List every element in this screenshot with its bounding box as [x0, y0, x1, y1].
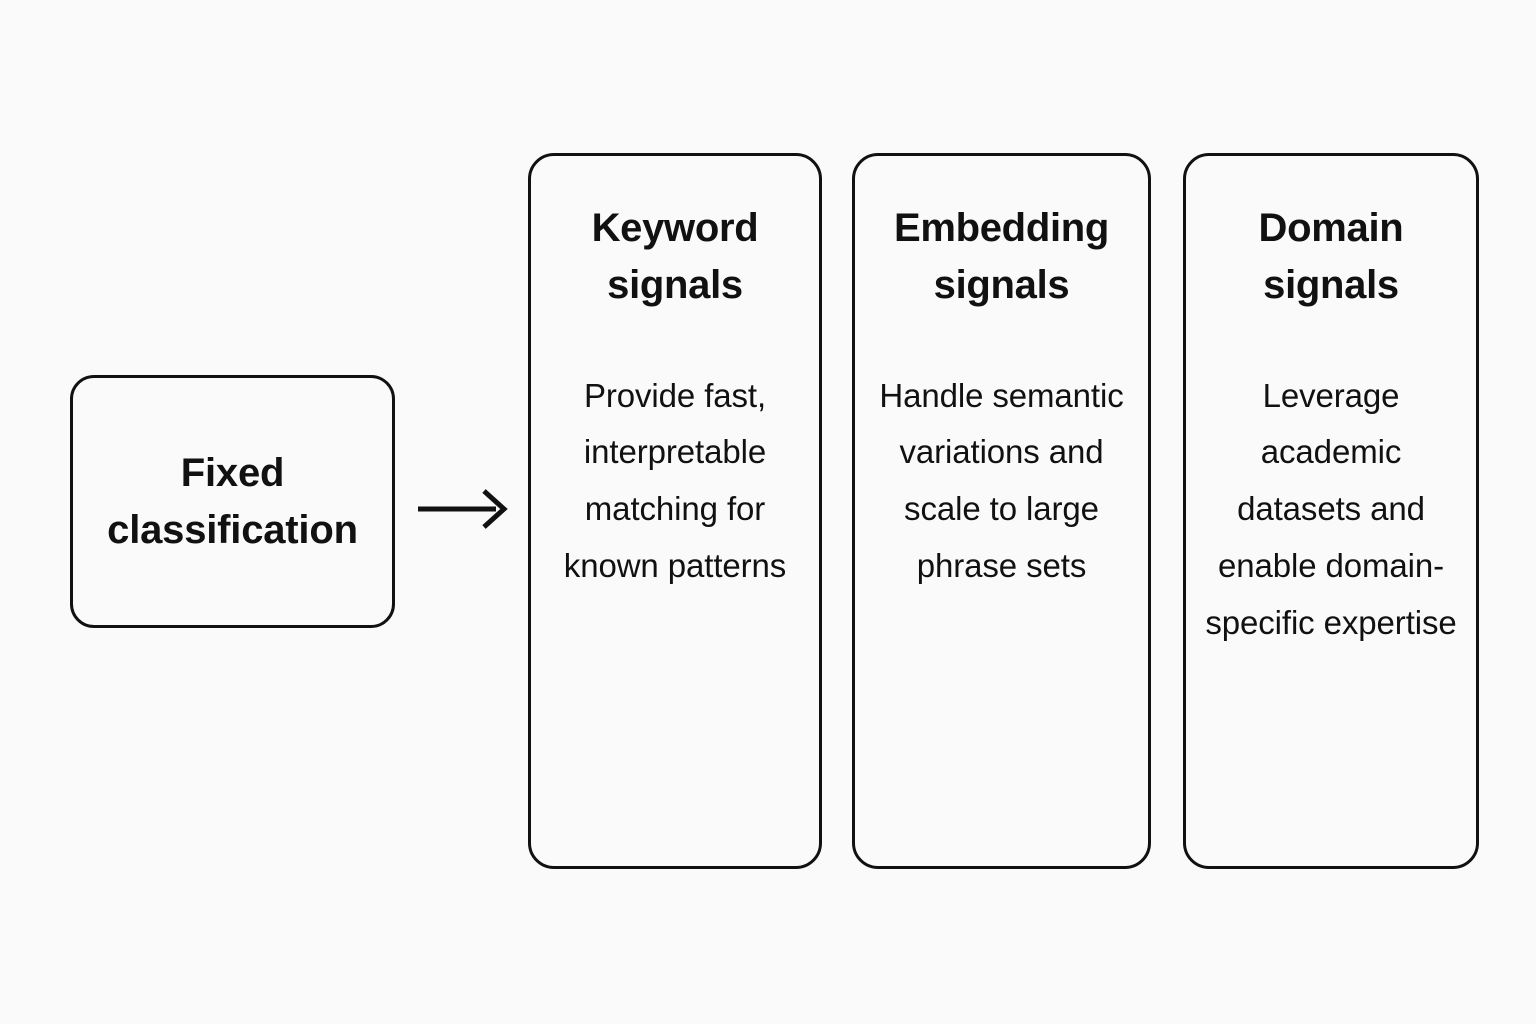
card-embedding-signals[interactable]: Embedding signals Handle semantic variat… [852, 153, 1151, 869]
card-keyword-signals-title: Keyword signals [591, 206, 759, 307]
card-domain-signals-title: Domain signals [1258, 206, 1404, 307]
card-domain-signals-body: Leverage academic datasets and enable do… [1205, 376, 1457, 641]
card-keyword-signals[interactable]: Keyword signals Provide fast, interpreta… [528, 153, 822, 869]
node-fixed-classification[interactable]: Fixed classification [70, 375, 395, 628]
node-fixed-classification-label: Fixed classification [107, 450, 358, 552]
card-domain-signals[interactable]: Domain signals Leverage academic dataset… [1183, 153, 1479, 869]
card-keyword-signals-body: Provide fast, interpretable matching for… [563, 376, 787, 584]
card-embedding-signals-body: Handle semantic variations and scale to … [879, 376, 1124, 584]
arrow-right-icon [412, 478, 512, 540]
card-embedding-signals-title: Embedding signals [893, 206, 1110, 307]
